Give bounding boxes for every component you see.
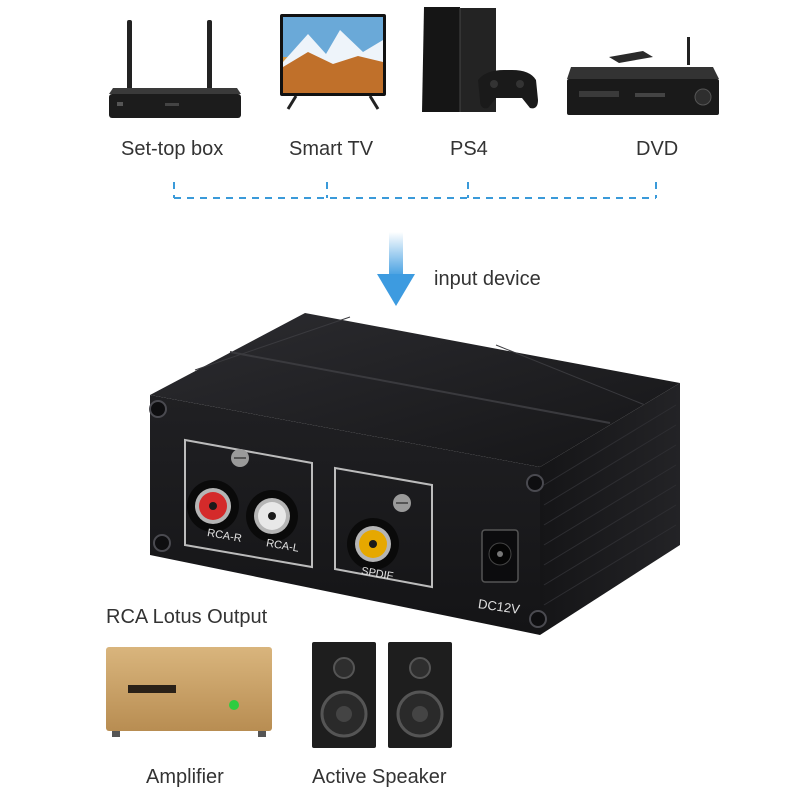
rca-r-jack (185, 478, 241, 534)
source-label-smart-tv: Smart TV (289, 138, 374, 160)
smart-tv-icon (278, 12, 388, 112)
audio-converter-box (140, 305, 700, 645)
speakers-icon (310, 640, 455, 750)
spdif-jack (345, 516, 401, 572)
source-label-dvd: DVD (636, 138, 679, 160)
down-arrow-icon (373, 232, 419, 308)
source-label-set-top-box: Set-top box (121, 138, 224, 160)
source-label-ps4: PS4 (450, 138, 488, 160)
input-device-label: input device (434, 268, 541, 290)
dvd-player-icon (565, 35, 725, 120)
rca-l-jack (244, 488, 300, 544)
active-speaker-label: Active Speaker (312, 766, 447, 788)
dc-power-jack (480, 528, 520, 584)
amplifier-label: Amplifier (146, 766, 224, 788)
connector-line (170, 178, 665, 204)
set-top-box-icon (105, 10, 245, 120)
ps4-console-icon (420, 2, 540, 117)
amplifier-icon (104, 645, 274, 740)
output-heading: RCA Lotus Output (106, 606, 268, 628)
